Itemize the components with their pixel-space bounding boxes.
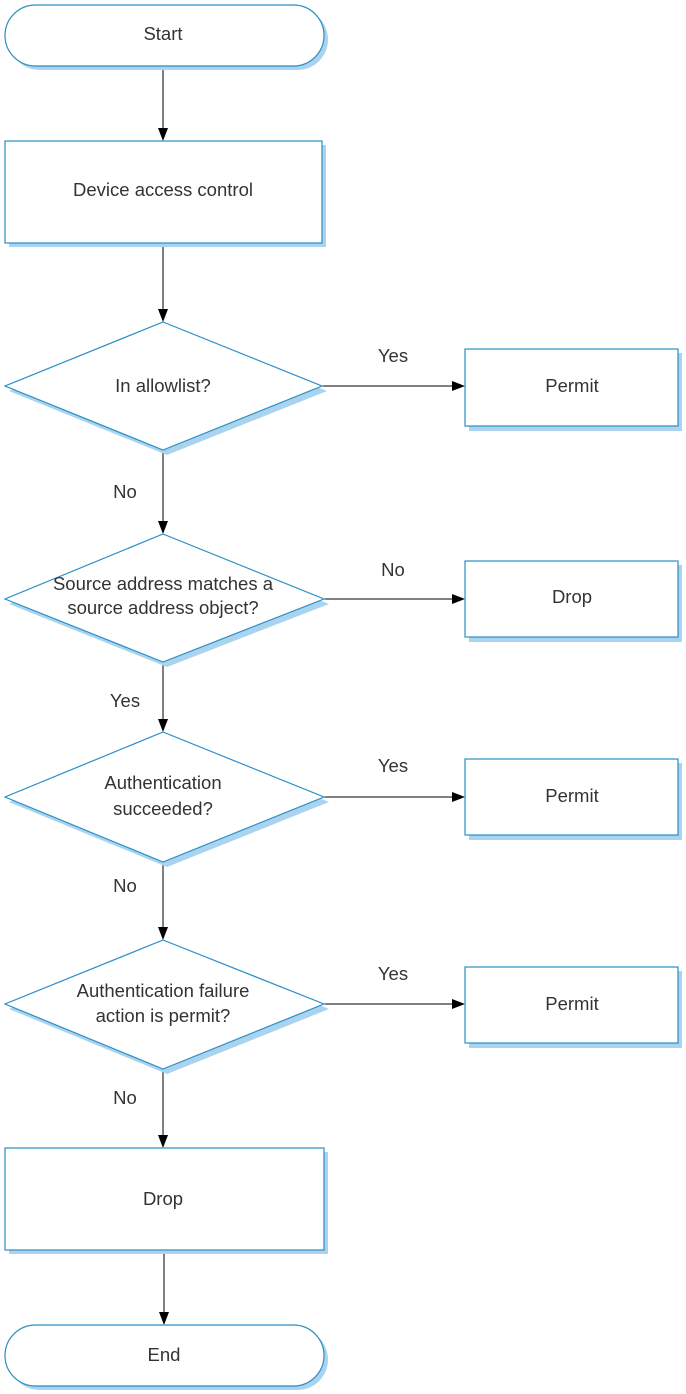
device-access-control-label: Device access control xyxy=(73,179,253,200)
drop-source-node: Drop xyxy=(464,560,682,642)
start-label: Start xyxy=(143,23,182,44)
permit-authentication-label: Permit xyxy=(545,785,598,806)
connectors xyxy=(158,66,465,1325)
connector-auth-no-to-failure-action xyxy=(158,862,168,940)
drop-final-label: Drop xyxy=(143,1188,183,1209)
failure-action-decision-label: Authentication failure xyxy=(77,980,250,1001)
failure-no-label: No xyxy=(113,1087,137,1108)
allowlist-decision-label: In allowlist? xyxy=(115,375,211,396)
auth-yes-label: Yes xyxy=(378,755,408,776)
source-yes-label: Yes xyxy=(110,690,140,711)
edge-labels: Yes No No Yes Yes No Yes No xyxy=(110,345,408,1108)
permit-failure-action-node: Permit xyxy=(464,966,682,1048)
connector-failure-yes-to-permit xyxy=(324,999,465,1009)
failure-yes-label: Yes xyxy=(378,963,408,984)
source-address-decision-label: Source address matches a xyxy=(53,573,274,594)
failure-action-decision-label-line-2: action is permit? xyxy=(96,1005,231,1026)
allowlist-no-label: No xyxy=(113,481,137,502)
allowlist-decision-node: In allowlist? xyxy=(3,321,327,455)
authentication-decision-label-line-2: succeeded? xyxy=(113,798,213,819)
connector-auth-yes-to-permit xyxy=(324,792,465,802)
source-address-decision-label-line-2: source address object? xyxy=(67,597,258,618)
permit-allowlist-node: Permit xyxy=(464,348,682,431)
drop-source-label: Drop xyxy=(552,586,592,607)
connector-source-no-to-drop xyxy=(324,594,465,604)
source-no-label: No xyxy=(381,559,405,580)
source-address-decision-node: Source address matches a source address … xyxy=(3,533,329,667)
connector-allowlist-no-to-source xyxy=(158,450,168,534)
authentication-decision-node: Authentication succeeded? xyxy=(3,731,329,867)
connector-allowlist-yes-to-permit xyxy=(322,381,465,391)
start-node: Start xyxy=(4,4,328,70)
drop-final-node: Drop xyxy=(4,1147,328,1254)
auth-no-label: No xyxy=(113,875,137,896)
permit-failure-action-label: Permit xyxy=(545,993,598,1014)
connector-device-access-to-allowlist xyxy=(158,243,168,322)
end-label: End xyxy=(148,1344,181,1365)
permit-authentication-node: Permit xyxy=(464,758,682,840)
end-node: End xyxy=(4,1324,328,1390)
device-access-control-node: Device access control xyxy=(4,140,326,247)
allowlist-yes-label: Yes xyxy=(378,345,408,366)
connector-drop-to-end xyxy=(159,1250,169,1325)
connector-failure-no-to-drop xyxy=(158,1069,168,1148)
connector-start-to-device-access xyxy=(158,66,168,141)
failure-action-decision-node: Authentication failure action is permit? xyxy=(3,939,329,1074)
permit-allowlist-label: Permit xyxy=(545,375,598,396)
authentication-decision-label: Authentication xyxy=(104,772,221,793)
connector-source-yes-to-auth xyxy=(158,662,168,732)
